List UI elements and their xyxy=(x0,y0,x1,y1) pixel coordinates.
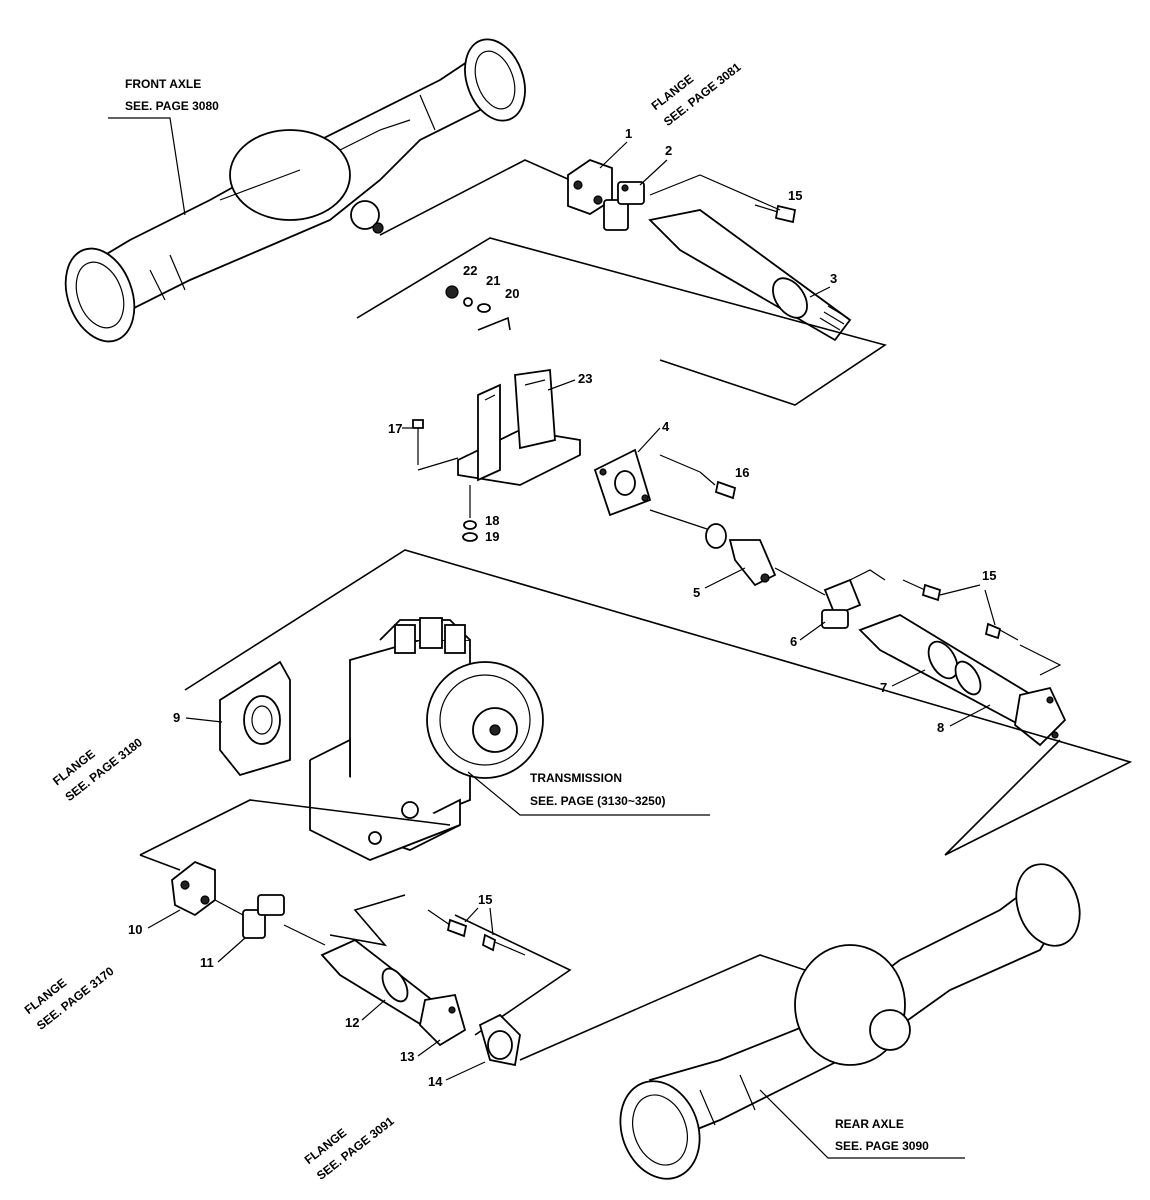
svg-text:16: 16 xyxy=(735,465,749,480)
callout-8: 8 xyxy=(937,704,991,735)
universal-joint-6 xyxy=(821,578,862,629)
callout-4: 4 xyxy=(637,419,670,453)
rear-shaft-bracket-line xyxy=(849,569,1062,676)
svg-text:5: 5 xyxy=(693,585,700,600)
callout-7: 7 xyxy=(880,669,926,695)
svg-text:4: 4 xyxy=(662,419,670,434)
lower-bracket-box xyxy=(139,799,572,1036)
bolt-16 xyxy=(659,454,737,500)
support-bracket-23 xyxy=(457,368,581,486)
flange-label-bottom: FLANGE SEE. PAGE 3091 xyxy=(302,1114,397,1183)
svg-text:8: 8 xyxy=(937,720,944,735)
callout-2: 2 xyxy=(639,143,672,186)
callout-16: 16 xyxy=(735,465,749,480)
svg-text:15: 15 xyxy=(478,892,492,907)
svg-text:7: 7 xyxy=(880,680,887,695)
center-shaft-line xyxy=(649,509,711,531)
callout-22: 22 xyxy=(463,263,477,278)
callout-15-top: 15 xyxy=(788,188,802,203)
flange-label-lower-left: FLANGE SEE. PAGE 3170 xyxy=(22,964,117,1033)
bolts-15-middle xyxy=(902,579,1019,641)
svg-text:1: 1 xyxy=(625,126,632,141)
svg-text:19: 19 xyxy=(485,529,499,544)
grease-fittings xyxy=(445,285,491,313)
universal-joint-2 xyxy=(603,181,645,231)
washers-18-19 xyxy=(462,485,478,542)
svg-text:10: 10 xyxy=(128,922,142,937)
svg-text:REAR AXLE: REAR AXLE xyxy=(835,1117,904,1131)
callout-3: 3 xyxy=(809,271,837,298)
svg-text:6: 6 xyxy=(790,634,797,649)
callout-9: 9 xyxy=(173,710,223,725)
callout-20: 20 xyxy=(505,286,519,301)
callout-19: 19 xyxy=(485,529,499,544)
flange-label-left: FLANGE SEE. PAGE 3180 xyxy=(50,735,145,804)
svg-text:14: 14 xyxy=(428,1074,443,1089)
callout-14: 14 xyxy=(428,1061,486,1089)
callout-23: 23 xyxy=(547,371,592,391)
front-axle-label: FRONT AXLE SEE. PAGE 3080 xyxy=(108,77,219,216)
callout-5: 5 xyxy=(693,567,746,600)
svg-text:TRANSMISSION: TRANSMISSION xyxy=(530,771,622,785)
callout-11: 11 xyxy=(200,937,246,970)
svg-text:18: 18 xyxy=(485,513,499,528)
svg-text:15: 15 xyxy=(788,188,802,203)
shaft-7-8 xyxy=(858,614,1067,747)
svg-text:3: 3 xyxy=(830,271,837,286)
front-axle xyxy=(64,38,526,343)
callout-6: 6 xyxy=(790,621,826,649)
svg-text:FRONT AXLE: FRONT AXLE xyxy=(125,77,201,91)
callout-1: 1 xyxy=(599,126,632,169)
svg-text:SEE. PAGE 3090: SEE. PAGE 3090 xyxy=(835,1139,929,1153)
callout-13: 13 xyxy=(400,1039,441,1064)
support-bracket-box xyxy=(356,237,887,406)
svg-text:22: 22 xyxy=(463,263,477,278)
transmission-leader-box xyxy=(184,549,1133,856)
flange-1 xyxy=(567,158,613,215)
callout-15-middle: 15 xyxy=(939,568,996,626)
flange-9 xyxy=(219,660,291,777)
svg-text:SEE. PAGE 3080: SEE. PAGE 3080 xyxy=(125,99,219,113)
svg-text:SEE. PAGE (3130~3250): SEE. PAGE (3130~3250) xyxy=(530,794,666,808)
yoke-to-ujoint-line xyxy=(774,567,826,596)
flange-label-top: FLANGE SEE. PAGE 3081 xyxy=(649,60,744,129)
transmission xyxy=(309,617,544,861)
rear-axle-label: REAR AXLE SEE. PAGE 3090 xyxy=(759,1089,965,1159)
svg-text:17: 17 xyxy=(388,421,402,436)
callout-18: 18 xyxy=(485,513,499,528)
svg-text:21: 21 xyxy=(486,273,500,288)
ujoint-11-line xyxy=(214,899,326,946)
front-axle-leader xyxy=(379,159,571,236)
callout-15-lower: 15 xyxy=(464,892,494,936)
flange-10 xyxy=(171,860,216,917)
callout-10: 10 xyxy=(128,909,181,937)
svg-text:2: 2 xyxy=(665,143,672,158)
callout-17: 17 xyxy=(388,421,412,436)
bolts-15-lower xyxy=(427,909,526,956)
flange-14 xyxy=(478,1013,521,1067)
yoke-5 xyxy=(705,523,777,587)
svg-text:9: 9 xyxy=(173,710,180,725)
bolt-15-top xyxy=(754,204,797,224)
svg-text:23: 23 xyxy=(578,371,592,386)
callout-12: 12 xyxy=(345,999,386,1030)
bolt-17 xyxy=(412,419,459,471)
bearing-flange-4 xyxy=(593,448,652,517)
svg-text:20: 20 xyxy=(505,286,519,301)
universal-joint-11 xyxy=(242,894,285,939)
svg-text:11: 11 xyxy=(200,955,214,970)
shaft-3 xyxy=(648,209,852,342)
svg-text:13: 13 xyxy=(400,1049,414,1064)
callout-21: 21 xyxy=(486,273,500,288)
svg-text:15: 15 xyxy=(982,568,996,583)
svg-text:12: 12 xyxy=(345,1015,359,1030)
yoke-13 xyxy=(419,993,467,1047)
rear-axle xyxy=(619,863,1081,1180)
bracket-line-top xyxy=(649,174,781,211)
transmission-label: TRANSMISSION SEE. PAGE (3130~3250) xyxy=(467,771,710,816)
